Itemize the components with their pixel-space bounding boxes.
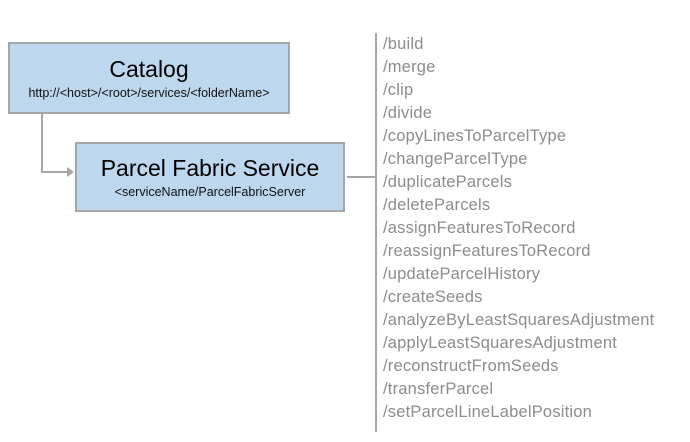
- endpoint-item: /divide: [383, 104, 433, 122]
- endpoint-item: /transferParcel: [383, 380, 494, 398]
- catalog-title: Catalog: [109, 56, 189, 83]
- arrowhead-icon: [67, 167, 74, 177]
- endpoint-item: /duplicateParcels: [383, 173, 513, 191]
- service-title: Parcel Fabric Service: [100, 155, 320, 182]
- endpoint-item: /changeParcelType: [383, 150, 528, 168]
- endpoint-list: /build /merge /clip /divide /copyLinesTo…: [383, 33, 654, 424]
- endpoint-item: /createSeeds: [383, 288, 483, 306]
- endpoint-item: /deleteParcels: [383, 196, 491, 214]
- parcel-fabric-service-node: Parcel Fabric Service <serviceName/Parce…: [75, 142, 345, 212]
- endpoint-item: /updateParcelHistory: [383, 265, 541, 283]
- endpoint-list-separator: [375, 33, 377, 432]
- endpoint-item: /build: [383, 35, 424, 53]
- connector-service-to-list: [347, 176, 375, 178]
- endpoint-item: /copyLinesToParcelType: [383, 127, 567, 145]
- endpoint-item: /reassignFeaturesToRecord: [383, 242, 591, 260]
- catalog-url-pattern: http://<host>/<root>/services/<folderNam…: [28, 85, 270, 100]
- connector-elbow-horizontal: [41, 171, 68, 173]
- catalog-node: Catalog http://<host>/<root>/services/<f…: [8, 42, 290, 114]
- endpoint-item: /setParcelLineLabelPosition: [383, 403, 593, 421]
- endpoint-item: /applyLeastSquaresAdjustment: [383, 334, 617, 352]
- endpoint-item: /merge: [383, 58, 436, 76]
- endpoint-item: /assignFeaturesToRecord: [383, 219, 576, 237]
- endpoint-item: /analyzeByLeastSquaresAdjustment: [383, 311, 655, 329]
- endpoint-item: /reconstructFromSeeds: [383, 357, 559, 375]
- service-url-pattern: <serviceName/ParcelFabricServer: [114, 184, 306, 199]
- endpoint-item: /clip: [383, 81, 414, 99]
- connector-elbow-vertical: [41, 114, 43, 173]
